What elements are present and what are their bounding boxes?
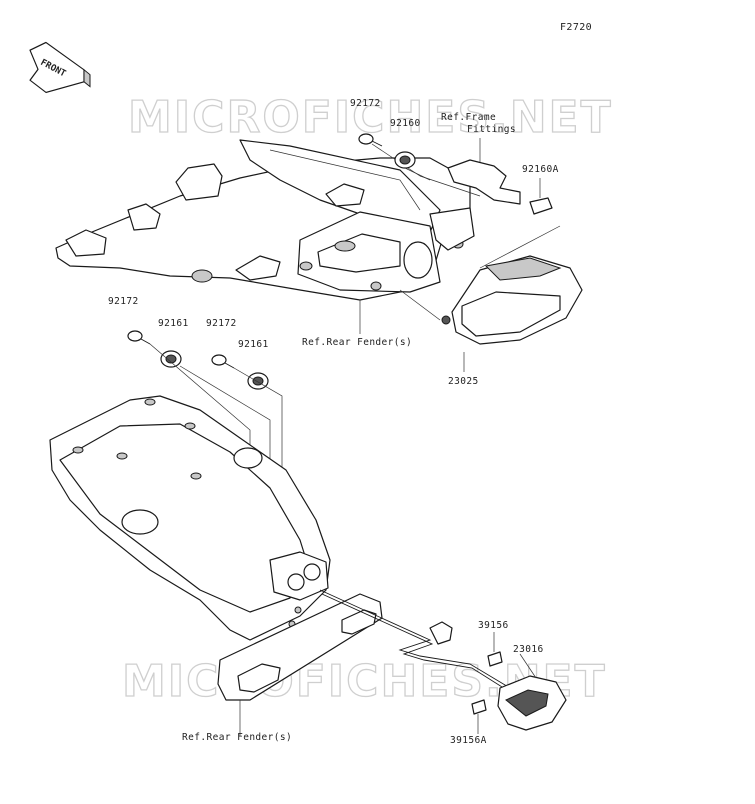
callout-23016: 23016	[513, 644, 544, 655]
tail-light-23025	[399, 225, 583, 372]
callout-39156: 39156	[478, 620, 509, 631]
callout-ref-rear-fender-bottom: Ref.Rear Fender(s)	[182, 732, 292, 743]
callout-92172-left: 92172	[108, 296, 139, 307]
callout-92160: 92160	[390, 118, 421, 129]
grommet-92160	[394, 151, 431, 181]
callout-fittings: Fittings	[467, 124, 516, 135]
callout-92160A: 92160A	[522, 164, 559, 175]
callout-23025: 23025	[448, 376, 479, 387]
callout-92161-right: 92161	[238, 339, 269, 350]
leader-line	[419, 175, 481, 197]
rear-cowl-bracket	[55, 139, 475, 301]
callout-39156A: 39156A	[450, 735, 487, 746]
callout-ref-rear-fender-top: Ref.Rear Fender(s)	[302, 337, 412, 348]
bolt-92172-left	[127, 330, 151, 345]
clip-39156A	[471, 699, 487, 734]
callout-92172-right: 92172	[206, 318, 237, 329]
front-arrow-icon: FRONT	[29, 41, 91, 94]
callout-92172-top: 92172	[350, 98, 381, 109]
damper-92160A	[529, 178, 553, 215]
grommet-92161-right	[247, 372, 269, 390]
callout-ref-frame: Ref.Frame	[441, 112, 496, 123]
callout-92161-left: 92161	[158, 318, 189, 329]
bolt-92172-right	[211, 354, 235, 369]
figure-code: F2720	[560, 22, 592, 33]
grommet-92161-left	[160, 350, 182, 368]
license-lamp-23016	[319, 589, 567, 731]
rear-fender-bracket	[49, 395, 383, 736]
frame-fittings-bracket	[447, 138, 521, 205]
clip-39156	[487, 632, 503, 667]
